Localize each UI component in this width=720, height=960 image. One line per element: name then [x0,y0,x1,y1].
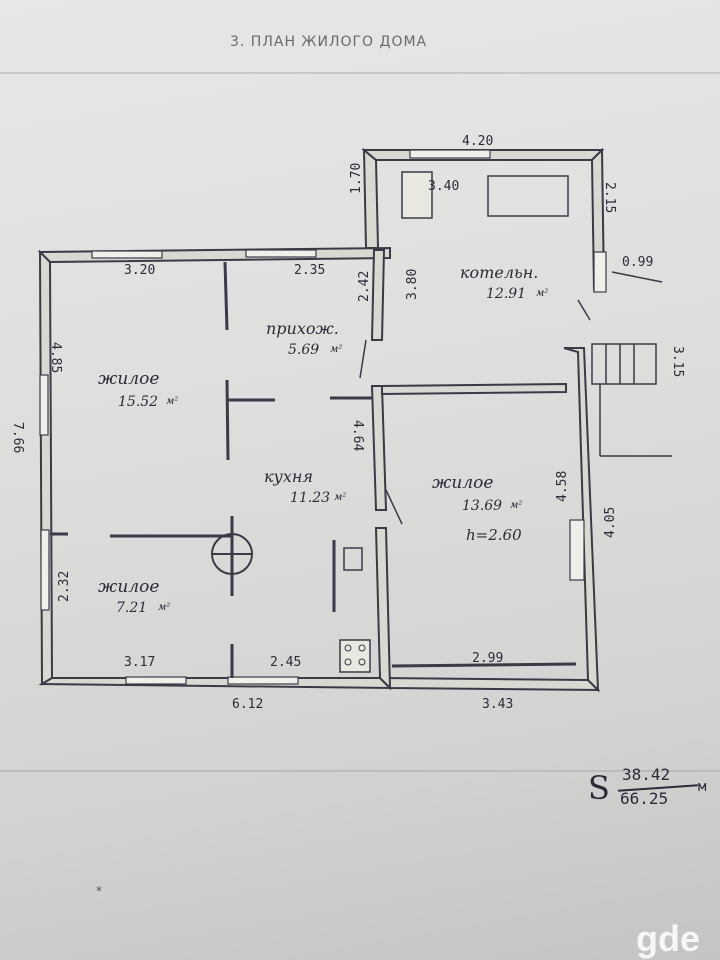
dim-bottom-left: 3.17 [124,655,155,670]
dim-bottom-mid: 2.45 [270,655,301,670]
dim-bottom-total-left: 6.12 [232,697,263,712]
window [40,529,50,611]
boiler-unit-icon [401,171,433,219]
dim-boiler-inner-top: 3.40 [428,179,459,194]
room-unit: м² [510,500,522,511]
wall-left [38,249,54,686]
dim-top-left-room: 3.20 [124,263,155,278]
room-name-prikhozh: прихож. [266,319,339,338]
window [593,251,607,293]
room-unit: м² [330,344,342,355]
wall-kitchen-lower [374,527,392,691]
porch-stairs [591,343,672,457]
room-area-zhiloe-3: 7.21 [116,600,147,616]
room-unit: м² [166,396,178,407]
window [409,149,491,159]
dim-top-boiler: 4.20 [462,134,493,149]
wall-boiler-left [362,147,380,249]
room-area-prikhozh: 5.69 [288,342,319,358]
window [125,676,187,685]
wall-hall [370,249,386,341]
dim-top-mid: 2.35 [294,263,325,278]
room-area-kotel: 12.91 [486,286,526,302]
room-area-kukhnya: 11.23 [290,490,330,506]
dim-porch: 3.15 [670,346,685,377]
wall-right [563,347,600,693]
dim-bottom-total-right: 3.43 [482,697,513,712]
ceiling-height: h=2.60 [466,526,522,544]
tank-icon [487,175,569,217]
window [569,519,585,581]
dim-left-total: 7.66 [10,422,25,453]
window [91,250,163,259]
watermark-logo: gde [636,918,701,959]
dim-kitchen-height: 4.64 [350,420,365,451]
room-name-zhiloe-3: жилое [98,577,159,597]
window [227,676,299,685]
wall-kitchen-right [370,385,388,511]
plan-title: 3. ПЛАН ЖИЛОГО ДОМА [230,34,428,50]
dim-boiler-height: 3.80 [405,269,420,300]
room-unit: м² [536,288,548,299]
dim-right-room-height: 4.58 [555,471,570,502]
room-name-kotel: котельн. [460,263,538,282]
total-area: S 38.42 66.25 м [588,765,713,815]
dim-hall-height: 2.42 [357,271,372,302]
room-name-kukhnya: кухня [264,467,313,486]
dim-right-outer: 4.05 [603,507,618,538]
dim-step: 0.99 [622,255,653,270]
room-area-zhiloe-1: 15.52 [118,394,158,410]
room-name-zhiloe-2: жилое [432,473,493,493]
room-unit: м² [334,492,346,503]
wall-bottom-left [38,677,393,690]
cooker-icon [339,639,371,673]
room-name-zhiloe-1: жилое [98,369,159,389]
area-unit: м [698,779,707,795]
stray-mark: * [96,884,102,898]
sink-icon [343,547,363,571]
wall-corridor [381,382,567,396]
dim-left-lower: 2.32 [57,571,72,602]
area-symbol: S [588,769,610,807]
area-denominator: 66.25 [620,789,669,808]
room-area-zhiloe-2: 13.69 [462,498,502,514]
dim-boiler-left: 1.70 [349,163,364,194]
window [39,374,49,436]
window [245,249,317,258]
dim-bottom-right-inner: 2.99 [472,651,503,666]
paper-crease [0,72,720,74]
paper-crease [0,770,720,772]
room-unit: м² [158,602,170,613]
dim-boiler-right: 2.15 [602,182,617,213]
wall-bottom-right [377,676,601,692]
area-numerator: 38.42 [622,765,671,784]
dim-left-upper: 4.85 [48,342,63,373]
